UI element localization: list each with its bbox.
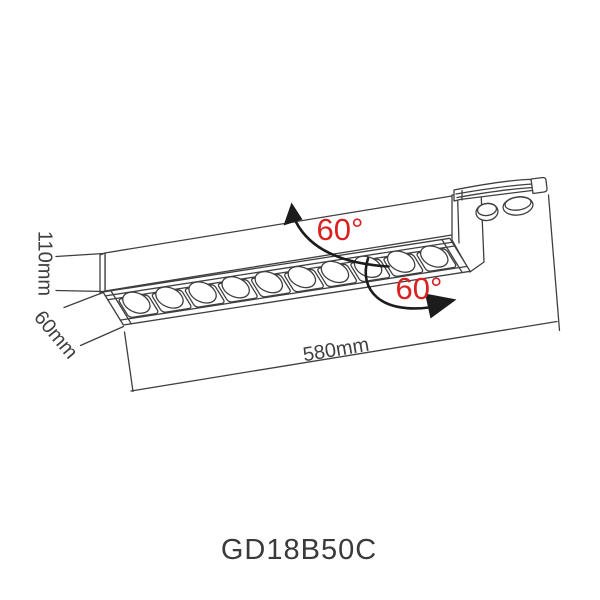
dim-ext-line xyxy=(79,325,125,347)
rotation-annotation-down: 60° xyxy=(364,257,457,319)
bar-bottom-rail-line xyxy=(120,266,467,320)
led-lens xyxy=(317,260,354,284)
dim-ext-line xyxy=(55,252,105,258)
dimension-housing-height: 110mm xyxy=(34,231,105,296)
dim-ext-line xyxy=(547,194,561,332)
rotation-arc-up xyxy=(294,219,390,268)
housing-left-end-cap xyxy=(99,252,106,294)
led-lens xyxy=(118,290,155,314)
dim-ext-line xyxy=(123,331,134,393)
rotation-arc-down xyxy=(364,257,431,310)
led-lens xyxy=(283,265,320,289)
label-110mm: 110mm xyxy=(34,231,56,296)
angle-label-down: 60° xyxy=(396,271,443,306)
led-lens xyxy=(250,270,287,294)
rotation-annotation-up: 60° xyxy=(283,202,390,268)
led-cells xyxy=(115,244,457,318)
led-lens xyxy=(416,244,453,268)
adapter-end-tab xyxy=(530,176,548,195)
led-lens xyxy=(383,249,420,273)
adapter-contact-knob-right-top xyxy=(504,196,532,211)
led-bar xyxy=(103,238,470,325)
model-number: GD18B50C xyxy=(221,534,377,566)
bar-right-cap-line xyxy=(442,240,462,273)
dimension-length: 580mm xyxy=(123,194,561,393)
bar-left-cap-line xyxy=(111,291,131,324)
fixture-housing xyxy=(99,194,459,294)
led-lens xyxy=(151,285,188,309)
led-lens xyxy=(217,275,254,299)
adapter-contact-knob-left-top xyxy=(476,202,498,217)
track-adapter xyxy=(451,176,548,273)
dim-ext-line xyxy=(55,289,105,293)
adapter-plate-groove-1 xyxy=(455,183,534,195)
rotation-arrowhead-up-icon xyxy=(283,202,303,226)
angle-label-up: 60° xyxy=(317,212,364,247)
dim-line xyxy=(130,320,558,392)
led-lens xyxy=(184,280,221,304)
adapter-plate-groove-2 xyxy=(456,186,535,199)
label-60mm: 60mm xyxy=(29,307,82,364)
dim-ext-line xyxy=(63,291,104,309)
adapter-stem-edge xyxy=(456,193,460,244)
rotation-arrowhead-down-icon xyxy=(425,293,457,319)
label-580mm: 580mm xyxy=(301,334,370,366)
